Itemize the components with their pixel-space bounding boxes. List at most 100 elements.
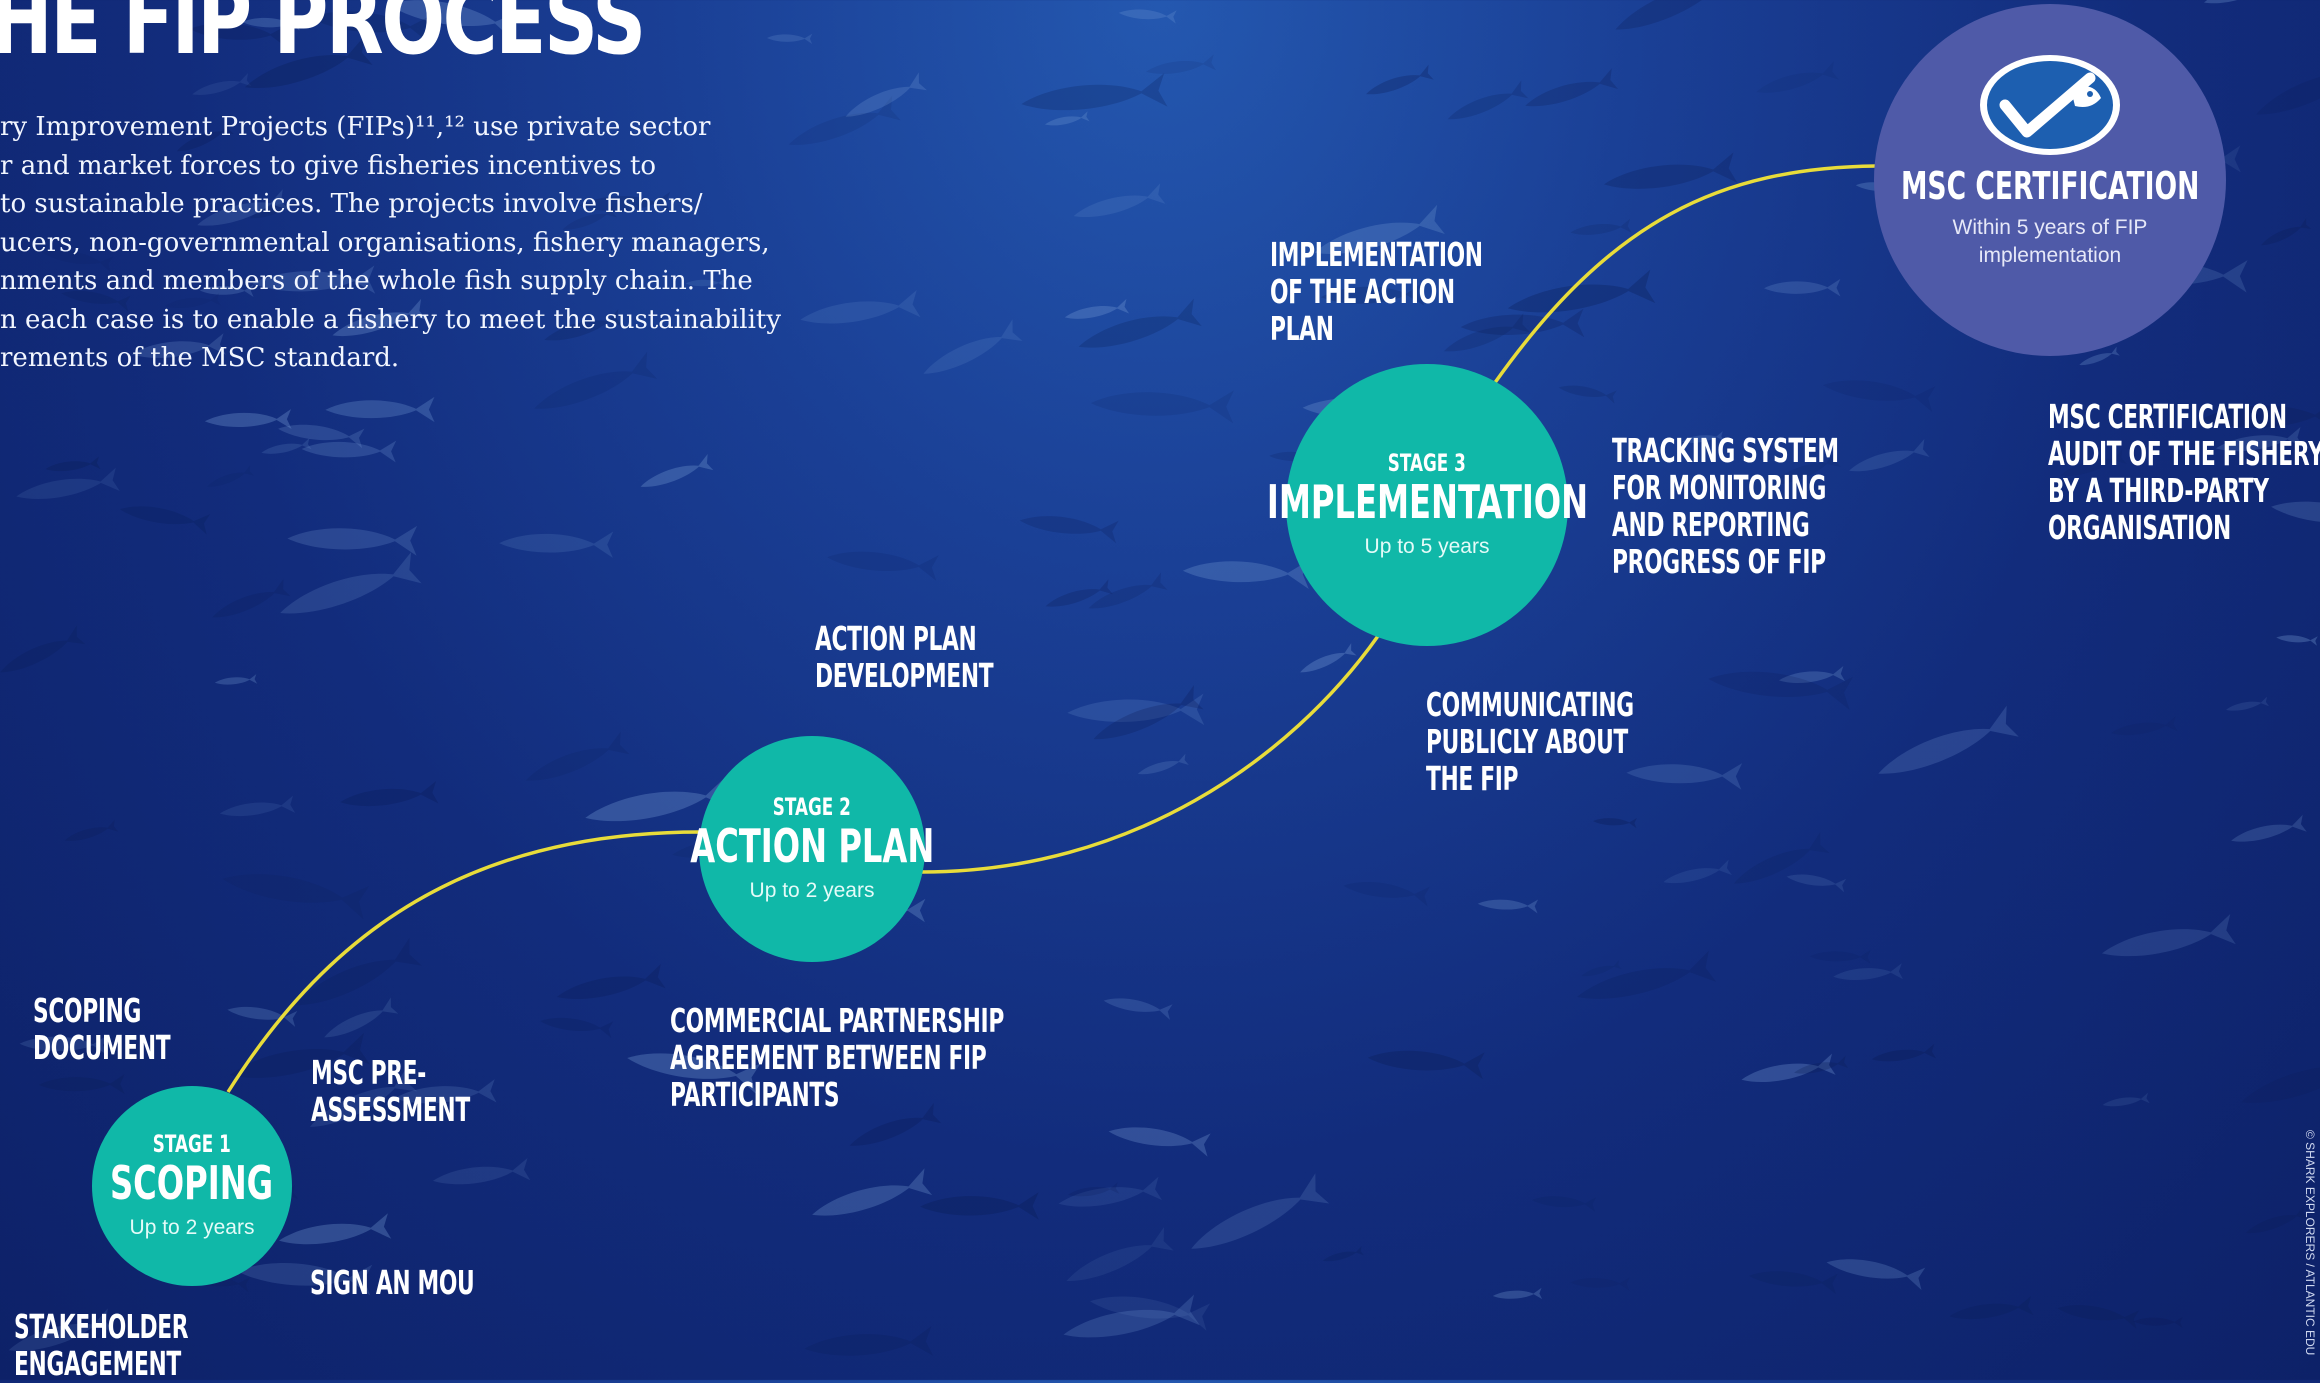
fish-silhouette — [16, 467, 120, 499]
label-msc-pre-assessment: MSC PRE- ASSESSMENT — [311, 1054, 470, 1128]
fish-silhouette — [278, 424, 365, 449]
fish-silhouette — [1771, 451, 1841, 485]
label-commercial-partnership: COMMERCIAL PARTNERSHIP AGREEMENT BETWEEN… — [670, 1002, 1004, 1113]
fish-silhouette — [61, 290, 131, 312]
fish-silhouette — [229, 1032, 371, 1078]
label-line: DOCUMENT — [33, 1028, 171, 1067]
fish-silhouette — [1871, 1043, 1937, 1062]
fish-silhouette — [1058, 1176, 1163, 1207]
stage-kicker: STAGE 3 — [1387, 449, 1467, 477]
label-line: COMMERCIAL PARTNERSHIP — [670, 1001, 1004, 1040]
fish-silhouette — [2057, 1305, 2140, 1329]
label-line: FOR MONITORING — [1612, 468, 1827, 507]
fish-silhouette — [1681, 431, 1725, 443]
fish-silhouette — [1073, 183, 1166, 218]
label-line: PARTICIPANTS — [670, 1075, 840, 1114]
label-line: THE FIP — [1426, 759, 1519, 798]
stage-duration: Up to 2 years — [129, 1216, 255, 1239]
fish-silhouette — [562, 205, 618, 230]
stage-kicker: STAGE 2 — [772, 793, 852, 821]
fish-silhouette — [1067, 693, 1205, 726]
fish-silhouette — [214, 674, 258, 685]
label-line: PUBLICLY ABOUT — [1426, 722, 1628, 761]
intro-line: n each case is to enable a fishery to me… — [0, 304, 782, 335]
fish-silhouette — [192, 73, 252, 95]
path-segment-implementation-to-certification — [1492, 164, 1877, 386]
fish-silhouette — [1477, 899, 1539, 914]
fish-silhouette — [1949, 1295, 2034, 1320]
certification-name: MSC CERTIFICATION — [1900, 164, 2200, 208]
fish-silhouette — [237, 1263, 373, 1296]
fish-silhouette — [1663, 859, 1733, 884]
fish-silhouette — [2133, 1316, 2183, 1329]
label-line: STAKEHOLDER — [14, 1307, 189, 1346]
fish-silhouette — [394, 1079, 497, 1104]
label-line: SIGN AN MOU — [310, 1263, 475, 1302]
fish-silhouette — [1367, 1050, 1485, 1080]
fish-silhouette — [432, 1158, 531, 1185]
fish-silhouette — [1581, 960, 1622, 977]
fish-silhouette — [252, 265, 376, 294]
fish-silhouette — [1577, 950, 1717, 999]
stage-kicker: STAGE 1 — [152, 1130, 232, 1158]
fish-silhouette — [1708, 671, 1853, 710]
fish-silhouette — [1826, 1259, 1926, 1290]
fish-silhouette — [242, 17, 301, 31]
fish-silhouette — [1749, 1271, 1838, 1295]
fish-silhouette — [812, 1168, 933, 1216]
fish-silhouette — [204, 409, 292, 430]
fish-silhouette — [1507, 269, 1656, 313]
fish-silhouette — [1444, 313, 1530, 352]
stage-3-implementation-circle: STAGE 3 IMPLEMENTATION Up to 5 years — [1266, 364, 1588, 646]
label-line: ORGANISATION — [2048, 508, 2231, 547]
fish-silhouette — [249, 195, 302, 219]
fish-silhouette — [585, 775, 734, 822]
label-line: ASSESSMENT — [311, 1090, 470, 1129]
fish-silhouette — [19, 1034, 108, 1056]
fish-silhouette — [280, 551, 422, 614]
fish-silhouette — [212, 578, 291, 618]
fish-silhouette — [45, 456, 101, 472]
fish-silhouette — [1045, 579, 1113, 607]
path-segment-action-plan-to-implementation — [921, 634, 1380, 874]
fish-silhouette — [1525, 68, 1619, 107]
fish-silhouette — [1626, 763, 1743, 790]
fish-silhouette — [2202, 399, 2320, 431]
fish-silhouette — [64, 819, 119, 841]
fish-silhouette — [387, 0, 520, 42]
fish-silhouette — [1460, 308, 1585, 338]
fish-silhouette — [1756, 61, 1839, 93]
fish-silhouette — [1366, 64, 1434, 95]
fish-silhouette — [1108, 1127, 1211, 1157]
fish-silhouette — [325, 396, 435, 423]
fish-silhouette — [1492, 1287, 1543, 1300]
fish-silhouette — [1833, 963, 1904, 981]
fish-silhouette — [1146, 54, 1216, 74]
label-stakeholder-engagement: STAKEHOLDER ENGAGEMENT — [14, 1307, 189, 1383]
fish-silhouette — [2226, 696, 2270, 711]
intro-line: r and market forces to give fisheries in… — [0, 150, 657, 181]
label-line: MSC CERTIFICATION — [2048, 397, 2287, 436]
fish-silhouette — [1090, 1296, 1211, 1331]
fish-silhouette — [301, 440, 397, 463]
label-line: PLAN — [1270, 309, 1334, 348]
photo-credit-text: © SHARK EXPLORERS / ATLANTIC EDU — [2303, 1130, 2317, 1356]
msc-certification-circle: MSC CERTIFICATION Within 5 years of FIP … — [1874, 4, 2226, 356]
fish-silhouette — [1088, 572, 1168, 609]
stage-duration: Up to 5 years — [1364, 535, 1490, 558]
stage-name: SCOPING — [110, 1156, 274, 1210]
intro-line: ucers, non-governmental organisations, f… — [0, 227, 770, 258]
label-line: ENGAGEMENT — [14, 1344, 181, 1383]
stage-name: ACTION PLAN — [689, 819, 935, 873]
fish-silhouette — [499, 531, 614, 558]
fish-silhouette — [2231, 814, 2307, 842]
label-line: PROGRESS OF FIP — [1612, 542, 1826, 581]
fish-silhouette — [2079, 346, 2120, 366]
label-line: COMMUNICATING — [1426, 685, 1634, 724]
stage-name: IMPLEMENTATION — [1266, 475, 1588, 529]
fish-silhouette — [120, 506, 211, 535]
intro-paragraph: ry Improvement Projects (FIPs)¹¹,¹² use … — [0, 108, 800, 378]
fish-silhouette — [845, 72, 927, 117]
label-action-plan-development: ACTION PLAN DEVELOPMENT — [815, 620, 994, 694]
